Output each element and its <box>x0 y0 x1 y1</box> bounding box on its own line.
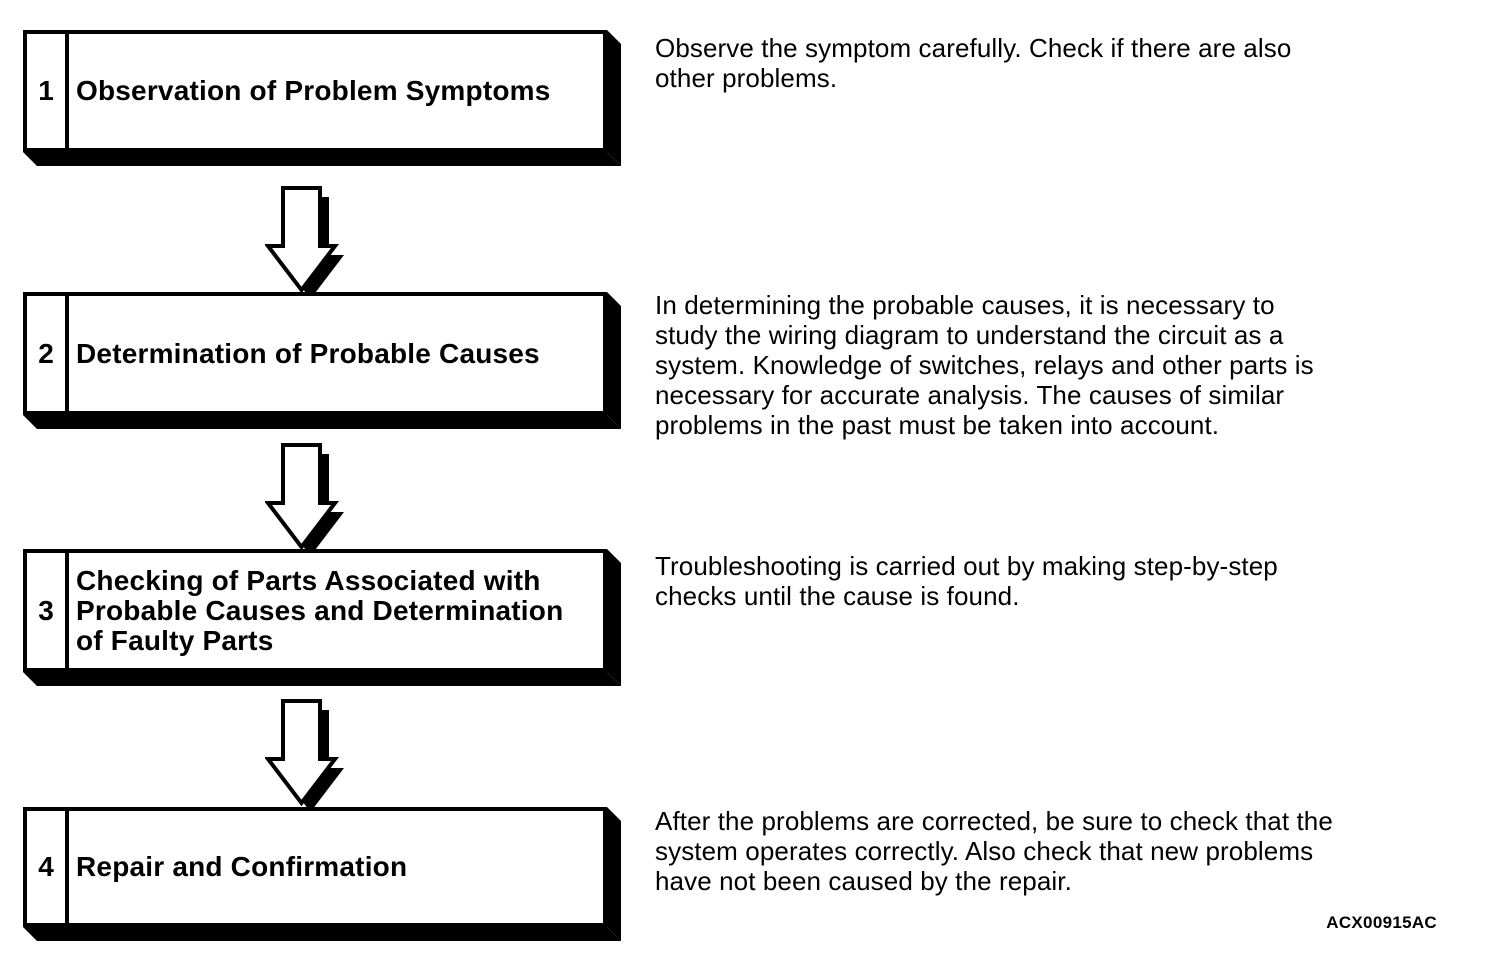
step-box-4: 4 Repair and Confirmation <box>23 807 607 927</box>
down-arrow-icon <box>265 698 349 814</box>
down-arrow-icon <box>265 185 349 301</box>
step-box-2: 2 Determination of Probable Causes <box>23 292 607 415</box>
step-box-3: 3 Checking of Parts Associated with Prob… <box>23 549 607 672</box>
step-title: Observation of Problem Symptoms <box>76 75 551 106</box>
down-arrow-icon <box>265 699 344 812</box>
down-arrow-icon <box>265 443 344 556</box>
step-title: Repair and Confirmation <box>76 851 408 882</box>
step-number: 4 <box>27 811 69 923</box>
step-description: After the problems are corrected, be sur… <box>655 806 1333 896</box>
step-number: 3 <box>27 553 69 668</box>
step-title: Determination of Probable Causes <box>76 337 540 369</box>
down-arrow-icon <box>265 442 349 558</box>
step-box-1: 1 Observation of Problem Symptoms <box>23 30 607 152</box>
step-number: 1 <box>27 34 69 148</box>
step-title: Checking of Parts Associated with Probab… <box>76 564 564 656</box>
step-description: Troubleshooting is carried out by making… <box>655 551 1278 611</box>
step-description: In determining the probable causes, it i… <box>655 290 1314 440</box>
figure-code: ACX00915AC <box>1326 913 1437 932</box>
step-number: 2 <box>27 296 69 411</box>
down-arrow-icon <box>265 186 344 299</box>
step-description: Observe the symptom carefully. Check if … <box>655 33 1292 93</box>
